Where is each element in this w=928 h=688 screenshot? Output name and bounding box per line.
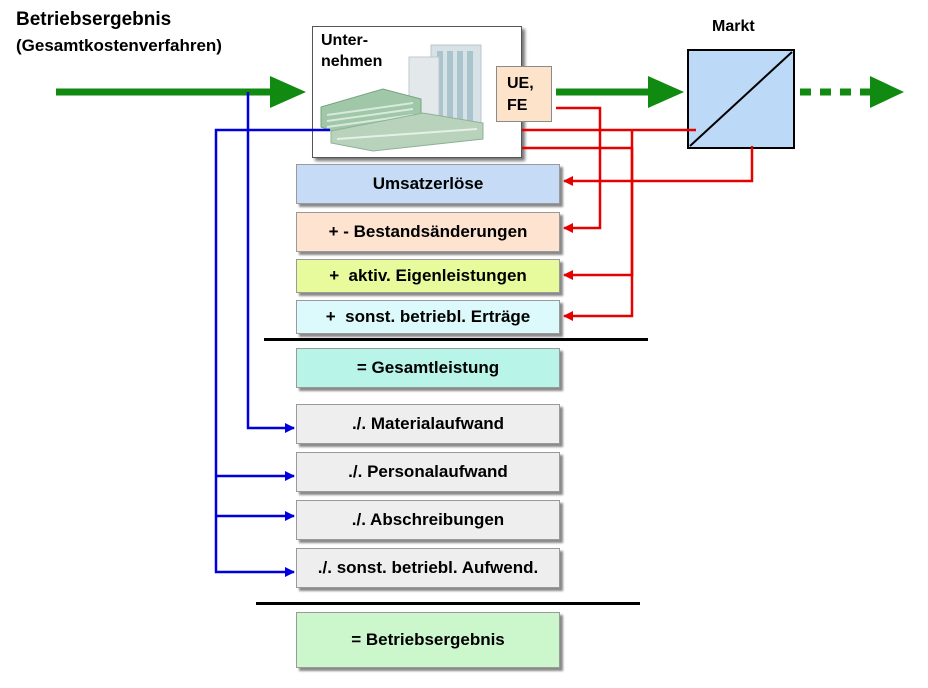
market-label: Markt (712, 18, 755, 35)
diagram-subtitle: (Gesamtkostenverfahren) (16, 36, 222, 55)
red-connector-bestand (556, 106, 602, 233)
box-umsatzerloese: Umsatzerlöse (296, 164, 560, 204)
box-materialaufwand: ./. Materialaufwand (296, 404, 560, 444)
green-flow-arrowhead-end (870, 76, 904, 108)
box-betriebsergebnis: = Betriebsergebnis (296, 612, 560, 668)
ue-fe-line1: UE, (507, 75, 534, 92)
box-bestandsaenderungen: + - Bestandsänderungen (296, 212, 560, 252)
blue-connector-material (246, 92, 295, 433)
divider-line-2 (256, 602, 640, 605)
green-flow-arrowhead-in (270, 76, 306, 108)
box-eigenleistungen: + aktiv. Eigenleistungen (296, 259, 560, 293)
company-label-line2: nehmen (321, 53, 383, 70)
box-abschreibungen: ./. Abschreibungen (296, 500, 560, 540)
box-sonstige-ertraege: + sonst. betriebl. Erträge (296, 300, 560, 334)
company-label: Unter- nehmen (321, 30, 382, 72)
red-connector-ertraege (522, 146, 634, 316)
red-connector-umsatz (563, 146, 754, 186)
blue-connector-group (214, 128, 330, 577)
ue-fe-line2: FE (507, 97, 528, 114)
box-personalaufwand: ./. Personalaufwand (296, 452, 560, 492)
company-box: Unter- nehmen (312, 26, 522, 158)
diagram-title: Betriebsergebnis (16, 9, 172, 30)
box-gesamtleistung: = Gesamtleistung (296, 348, 560, 388)
market-symbol-diagonal (689, 51, 793, 147)
company-label-line1: Unter- (321, 32, 369, 49)
divider-line-1 (264, 338, 648, 341)
company-building-illustration (320, 44, 484, 152)
ue-fe-box: UE, FE (496, 66, 552, 122)
green-flow-arrowhead-out (648, 76, 684, 108)
box-sonstige-aufwendungen: ./. sonst. betriebl. Aufwend. (296, 548, 560, 588)
